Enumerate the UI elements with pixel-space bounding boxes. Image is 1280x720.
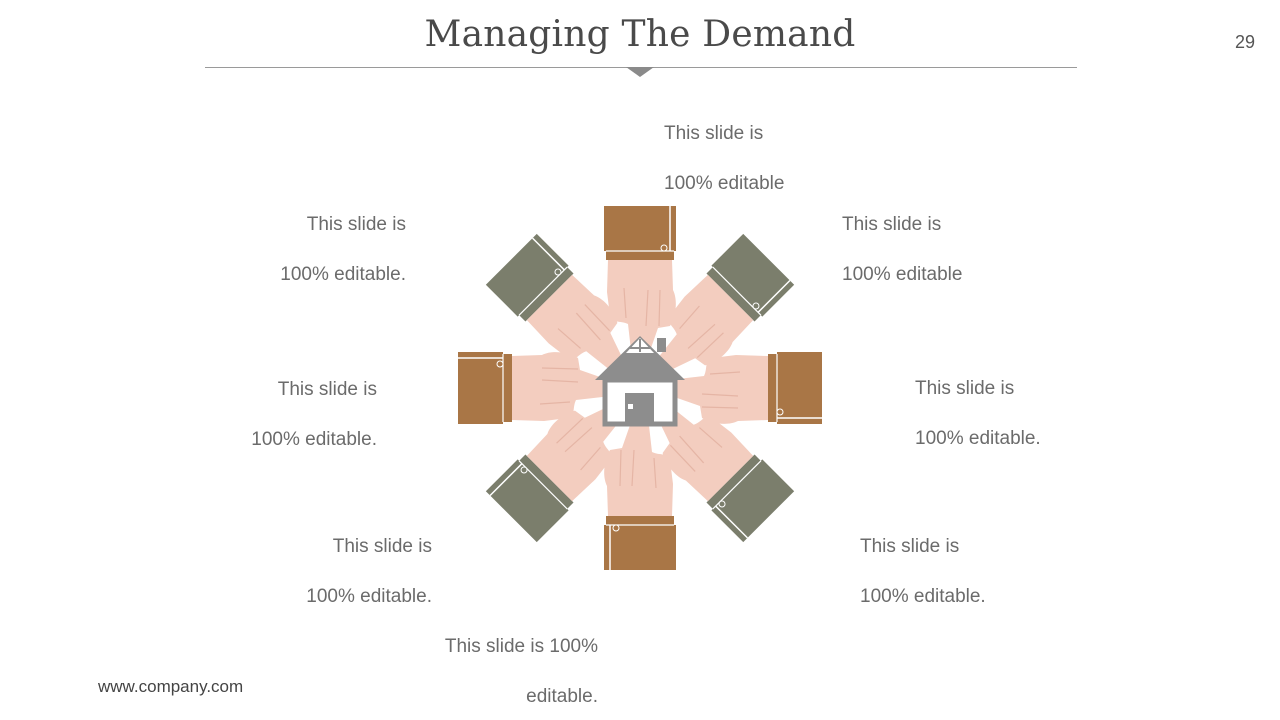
caption-bottom-left: This slide is 100% editable. xyxy=(306,536,432,607)
slide-title: Managing The Demand xyxy=(424,14,856,55)
footer-url: www.company.com xyxy=(98,677,244,696)
house-icon xyxy=(595,336,685,427)
title-notch xyxy=(626,67,654,77)
caption-bottom-right: This slide is 100% editable. xyxy=(860,536,986,607)
page-number: 29 xyxy=(1234,32,1255,52)
caption-top-left: This slide is 100% editable. xyxy=(280,214,406,285)
caption-bottom: This slide is 100% editable. xyxy=(444,636,598,707)
caption-right: This slide is 100% editable. xyxy=(915,378,1041,449)
caption-top-right: This slide is 100% editable xyxy=(842,214,963,285)
caption-top: This slide is 100% editable xyxy=(664,123,785,194)
caption-left: This slide is 100% editable. xyxy=(251,379,377,450)
